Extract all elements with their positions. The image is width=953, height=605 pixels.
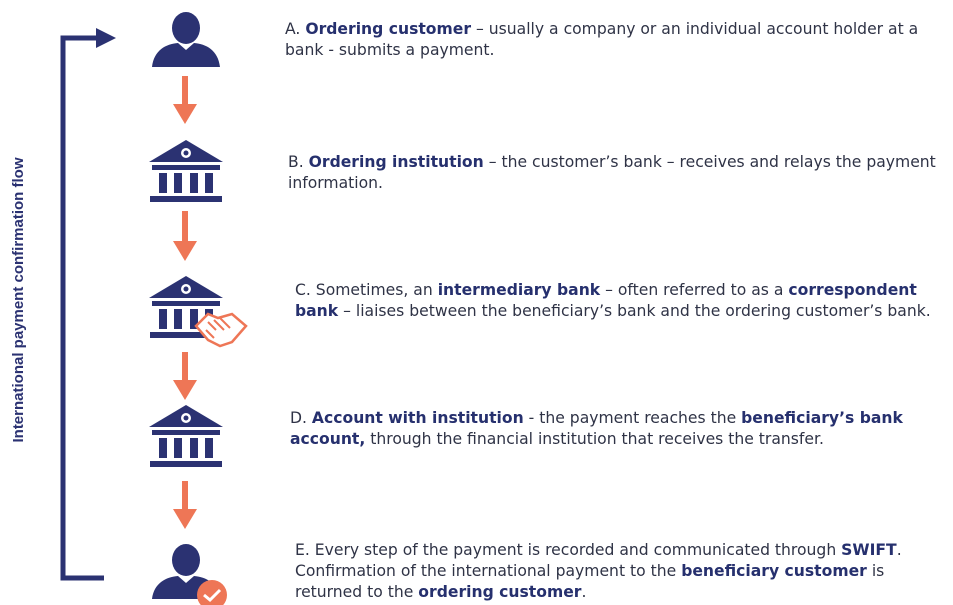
step-b-text: B. Ordering institution – the customer’s… bbox=[288, 153, 936, 192]
return-arrowhead-icon bbox=[96, 28, 116, 48]
person-check-icon bbox=[152, 544, 227, 605]
return-bracket bbox=[60, 28, 116, 581]
bank-icon bbox=[149, 140, 223, 202]
bank-handshake-icon bbox=[149, 276, 248, 348]
step-a-text: A. Ordering customer – usually a company… bbox=[285, 20, 919, 59]
step-e-text: E. Every step of the payment is recorded… bbox=[295, 541, 902, 601]
step-d-text: D. Account with institution - the paymen… bbox=[290, 409, 903, 448]
down-arrow-icon bbox=[173, 481, 197, 529]
down-arrow-icon bbox=[173, 211, 197, 261]
check-badge-icon bbox=[197, 580, 227, 605]
down-arrow-icon bbox=[173, 76, 197, 124]
step-c-text: C. Sometimes, an intermediary bank – oft… bbox=[295, 281, 931, 320]
bank-icon bbox=[149, 405, 223, 467]
down-arrow-icon bbox=[173, 352, 197, 400]
person-icon bbox=[152, 12, 220, 67]
handshake-icon bbox=[194, 312, 248, 348]
